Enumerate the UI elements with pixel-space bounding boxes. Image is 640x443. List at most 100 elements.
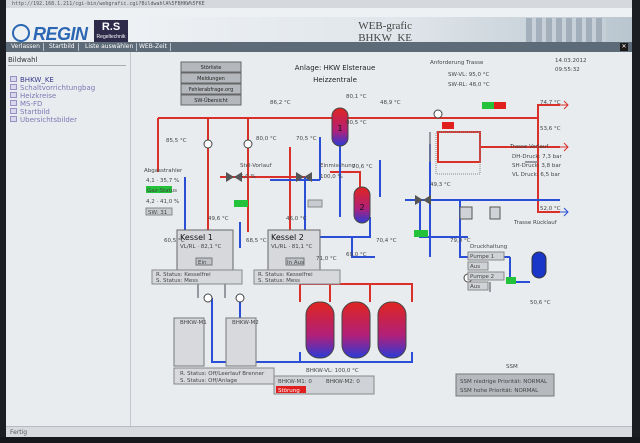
stoerliste-label: Störliste: [201, 65, 222, 71]
temp-readout: 49,3 °C: [430, 182, 451, 188]
tab-startbild[interactable]: Startbild: [46, 43, 79, 51]
storage-tank-2: [341, 301, 371, 359]
close-icon[interactable]: ✕: [620, 43, 628, 51]
aux-pipes: [197, 132, 538, 298]
meldungen-label: Meldungen: [197, 76, 225, 82]
temperature-readouts: 86,2 °C 80,1 °C 48,9 °C 80,0 °C 85,5 °C …: [164, 94, 561, 306]
boiler-2-value: VL/RL · 81,1 °C: [271, 244, 313, 250]
pump-kessel-1-icon[interactable]: [203, 139, 213, 149]
bhkw-fault-label: Störung: [278, 388, 300, 394]
sw-uebersicht-label: SW-Übersicht: [194, 97, 228, 104]
sidebar-item-heizkreise[interactable]: Heizkreise: [10, 92, 95, 100]
status-bar: Fertig: [6, 426, 632, 437]
pumpe-1-state: Aus: [470, 264, 480, 270]
temp-readout: 80,0 °C: [256, 136, 277, 142]
mixer-right-label: Einmischung: [320, 163, 355, 169]
boiler-1-value: VL/RL · 82,1 °C: [180, 244, 222, 250]
fehlerabfrage-button[interactable]: [180, 83, 242, 95]
pump-kessel-2-icon[interactable]: [243, 139, 253, 149]
boiler-1-status-1: R. Status: Kesselfrei: [156, 272, 211, 278]
stoerliste-button[interactable]: [180, 61, 242, 73]
gas-status-indicator: [146, 186, 172, 193]
druckhaltung-title: Druckhaltung: [470, 244, 507, 250]
boiler-2-name: Kessel 2: [271, 233, 304, 242]
temp-readout: 50,6 °C: [530, 300, 551, 306]
pumpe-2-indicator: [506, 277, 516, 284]
bhkw-module-2: [225, 317, 257, 367]
mixer-right-valve-icon[interactable]: [296, 172, 312, 182]
fehlerabfrage-label: Fehlerabfrage.org: [189, 87, 234, 93]
pump-bhkw-2-icon[interactable]: [235, 293, 245, 303]
sidebar-divider: [8, 65, 126, 66]
boiler-2-status-2: S. Status: Mess: [258, 278, 300, 284]
ventil-red-indicator: [442, 122, 454, 129]
flue-sw-value: SW: 31: [148, 210, 167, 216]
bhkw-vl-readout: BHKW-VL: 100,0 °C: [306, 368, 359, 374]
trasse-pressure-1: DH-Druck: 7,3 bar: [512, 154, 563, 160]
date-readout: 14.03.2012: [555, 58, 587, 64]
trasse-valve-icon[interactable]: [415, 195, 431, 205]
tab-verlassen[interactable]: Verlassen: [8, 43, 44, 51]
boiler-2-status-1: R. Status: Kesselfrei: [258, 272, 313, 278]
temp-readout: 49,6 °C: [208, 216, 229, 222]
sidebar-item-schaltvorrichtung[interactable]: Schaltvorrichtungbag: [10, 84, 95, 92]
mixer-right-value: 100,0 %: [320, 174, 343, 180]
pumpe-1-state-box: [467, 261, 489, 271]
flue-line-1: 4,1 · 35,7 %: [146, 178, 179, 184]
anforderung-green-indicator: [482, 102, 494, 109]
boiler-1: Kessel 1 VL/RL · 82,1 °C Ein R. Status: …: [151, 229, 243, 285]
temp-readout: 68,5 °C: [246, 238, 267, 244]
temp-readout: 71,0 °C: [316, 256, 337, 262]
temp-readout: 70,4 °C: [376, 238, 397, 244]
supply-arrow-icon: [560, 100, 569, 110]
temp-readout: 46,0 °C: [286, 216, 307, 222]
sidebar-nav: BHKW_KE Schaltvorrichtungbag Heizkreise …: [10, 76, 95, 124]
flow-meter: [489, 206, 501, 220]
flue-line-2: 4,2 · 41,0 %: [146, 199, 179, 205]
flue-sw-box: [145, 207, 173, 216]
boiler-1-state: Ein: [198, 260, 207, 266]
boiler-2-state-box: [285, 257, 305, 266]
trasse-pressure-2: SH-Druck: 3,8 bar: [512, 163, 562, 169]
kessel-1-run-indicator: [234, 200, 248, 207]
pump-bhkw-1-icon[interactable]: [203, 293, 213, 303]
anforderung-red-indicator: [494, 102, 506, 109]
demand-title: Anforderung Trasse: [430, 60, 484, 66]
pump-trasse-icon[interactable]: [433, 109, 443, 119]
pumpe-2-label: Pumpe 2: [470, 274, 494, 280]
demand-supply-setpoint: SW-VL: 95,0 °C: [448, 72, 490, 78]
tab-liste-auswaehlen[interactable]: Liste auswählen: [82, 43, 138, 51]
temp-readout: 79,0 °C: [450, 238, 471, 244]
sidebar-item-uebersichtsbilder[interactable]: Ubersichtsbilder: [10, 116, 95, 124]
mixer-left-value: 5,0 %: [240, 174, 256, 180]
trasse-vl-label: Trasse Vorlauf: [509, 144, 549, 150]
sidebar-item-ms-fd[interactable]: MS-FD: [10, 100, 95, 108]
temp-readout: 70,6 °C: [352, 164, 373, 170]
trasse-pump-indicator: [414, 230, 428, 237]
sw-uebersicht-button[interactable]: [180, 94, 242, 106]
temp-readout: 53,6 °C: [540, 126, 561, 132]
temp-readout: 60,5 °C: [164, 238, 185, 244]
pumpe-2-state: Aus: [470, 284, 480, 290]
storage-tank-3: [377, 301, 407, 359]
buffer-tank-2: 2: [353, 186, 371, 224]
mixer-left-valve-icon[interactable]: [226, 172, 242, 182]
bhkw-module-1-label: BHKW-M1: [180, 320, 207, 326]
regin-logo: REGIN: [12, 24, 88, 45]
status-text: Fertig: [10, 429, 28, 436]
taskbar: [0, 437, 640, 443]
temp-readout: 86,2 °C: [270, 100, 291, 106]
control-buttons: Störliste Meldungen Fehlerabfrage.org SW…: [180, 61, 242, 106]
bhkw-module-1: [173, 317, 205, 367]
tab-bar: Verlassen Startbild Liste auswählen WEB-…: [6, 42, 632, 52]
sidebar-item-startbild[interactable]: Startbild: [10, 108, 95, 116]
temp-readout: 80,1 °C: [346, 94, 367, 100]
sidebar-item-bhkw-ke[interactable]: BHKW_KE: [10, 76, 95, 84]
temp-readout: 70,5 °C: [296, 136, 317, 142]
meldungen-button[interactable]: [180, 72, 242, 84]
temp-readout: 48,9 °C: [380, 100, 401, 106]
pumpe-2-state-box: [467, 281, 489, 291]
bhkw-status-2: S. Status: Off/Anlage: [180, 378, 238, 384]
tab-web-zeit[interactable]: WEB-Zeit: [136, 43, 171, 51]
ssm-high-priority: SSM hohe Priorität: NORMAL: [460, 388, 539, 394]
